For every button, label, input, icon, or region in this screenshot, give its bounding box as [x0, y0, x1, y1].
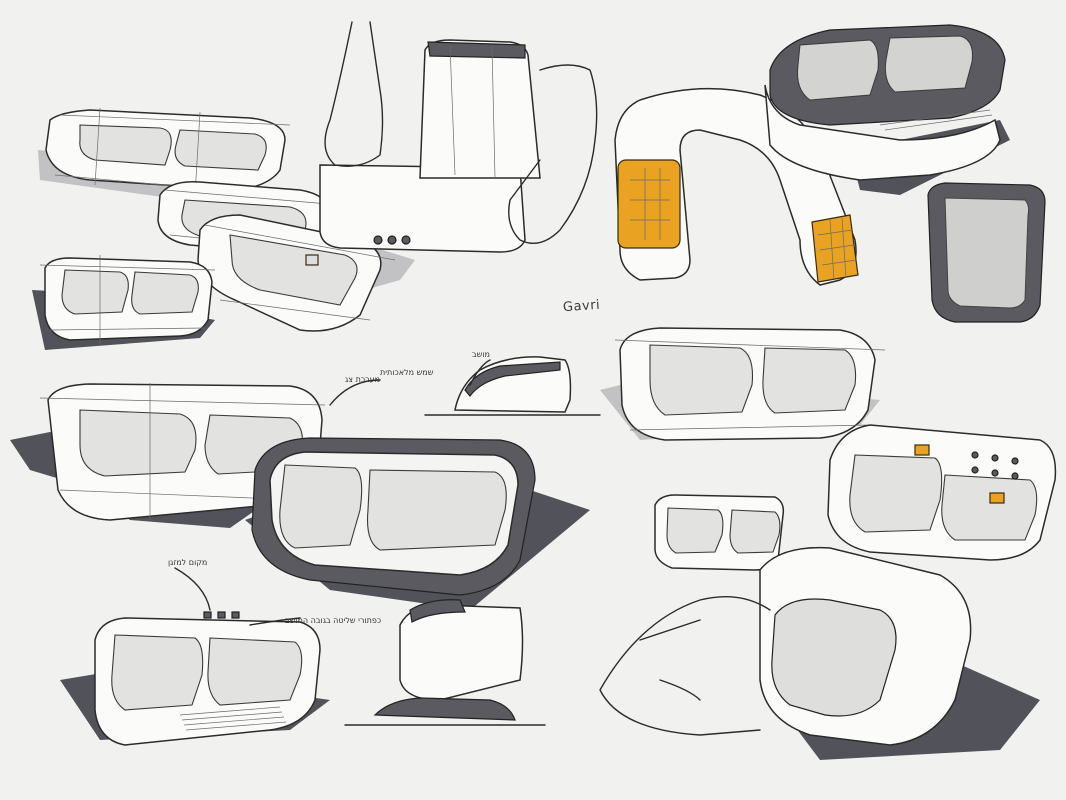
annotation-note-4: מקום למזגן	[168, 558, 208, 567]
sketch-device-top-right	[764, 24, 1010, 195]
sketch-double-seat-right	[600, 327, 886, 441]
sketch-side-profile	[344, 599, 546, 726]
annotation-note-3: מערכת צג	[345, 375, 381, 384]
sketch-control-tray	[827, 424, 1057, 561]
sketch-console-device	[60, 611, 330, 746]
sketch-hand-seat	[599, 546, 1040, 760]
sketch-profile-small	[424, 356, 601, 416]
annotation-note-2: מושב	[472, 350, 490, 359]
sketch-large-seat-pair	[10, 383, 590, 610]
annotation-note-5: כפתורי שליטה בגובה המושב	[285, 616, 382, 625]
sketch-double-seat-small	[32, 255, 216, 350]
sketch-hands-module	[319, 21, 598, 253]
annotation-note-1: שמש מלאכותית	[380, 368, 434, 377]
sketch-bed-module	[197, 214, 415, 332]
sketch-frame-tray	[927, 182, 1046, 323]
sketch-small-dual-tray	[654, 494, 785, 571]
artist-signature: Gavri	[562, 297, 601, 316]
